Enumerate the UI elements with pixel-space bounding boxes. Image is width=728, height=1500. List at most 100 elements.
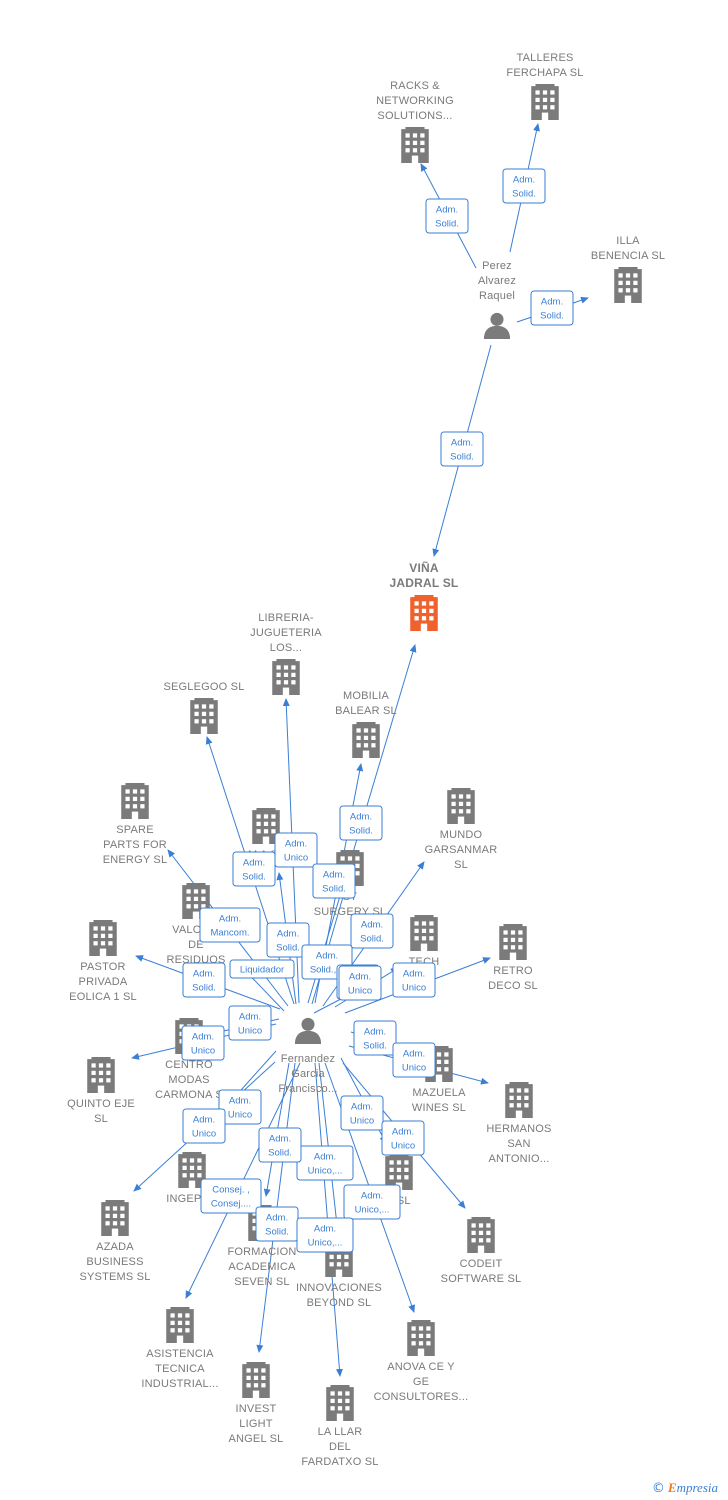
building-icon	[505, 1082, 533, 1118]
node-label: MOBILIA	[343, 690, 389, 702]
edge-label-text: Unico	[402, 983, 426, 994]
edge-label-text: Adm.	[541, 297, 563, 308]
edge-label-fernandez-asistencia[interactable]: Adm.Solid.	[258, 1127, 302, 1163]
edge-label-text: Solid.	[242, 872, 266, 883]
node-label: Garcia	[291, 1068, 325, 1080]
node-hermanos[interactable]: HERMANOSSANANTONIO...	[486, 1082, 551, 1165]
edge-label-perez-illa[interactable]: Adm.Solid.	[530, 290, 574, 326]
node-label: MUNDO	[440, 829, 483, 841]
edge-label-text: Adm.	[403, 1049, 425, 1060]
edge-label-text: Solid.	[349, 826, 373, 837]
edge-label-box	[199, 907, 261, 943]
edge-label-fernandez-hermanos[interactable]: Adm.Unico	[392, 1042, 436, 1078]
building-icon	[531, 84, 559, 120]
edge-label-text: Unico	[350, 1116, 374, 1127]
edge-label-fernandez-innovaciones[interactable]: Adm.Unico,...	[296, 1145, 354, 1181]
edge-label-fernandez-vina[interactable]: Adm.Solid.	[339, 805, 383, 841]
node-label: LIBRERIA-	[258, 612, 314, 624]
edge-label-fernandez-retro[interactable]: Adm.Unico	[392, 962, 436, 998]
edge-label-perez-vina[interactable]: Adm.Solid.	[440, 431, 484, 467]
edge-label-fernandez-codeit[interactable]: Adm.Unico	[381, 1120, 425, 1156]
node-seglegoo[interactable]: SEGLEGOO SL	[163, 681, 244, 734]
node-label: GE	[413, 1376, 429, 1388]
node-label: DEL	[329, 1441, 351, 1453]
node-asistencia[interactable]: ASISTENCIATECNICAINDUSTRIAL...	[141, 1307, 218, 1390]
edge-label-text: Solid.	[268, 1148, 292, 1159]
edge-label-fernandez-invest[interactable]: Adm.Solid.	[255, 1206, 299, 1242]
edge-label-fernandez-ingepun[interactable]: Adm.Unico	[218, 1089, 262, 1125]
edge-label-text: Solid.	[363, 1041, 387, 1052]
edge-label-perez-talleres[interactable]: Adm.Solid.	[502, 168, 546, 204]
building-icon	[272, 659, 300, 695]
edge-label-box	[229, 959, 295, 979]
node-label: Fernandez	[281, 1053, 335, 1065]
edge-label-fernandez-n3[interactable]: Adm.Unico	[340, 1095, 384, 1131]
edge-label-text: Adm.	[364, 1027, 386, 1038]
person-icon	[294, 1017, 322, 1044]
node-mobilia[interactable]: MOBILIA BALEAR SL	[335, 690, 397, 758]
node-label: ACADEMICA	[228, 1261, 296, 1273]
edge-label-fernandez-seglegoo[interactable]: Adm.Solid.	[232, 851, 276, 887]
building-icon	[499, 924, 527, 960]
node-libreria[interactable]: LIBRERIA-JUGUETERIALOS...	[250, 612, 322, 695]
edge-label-text: Adm.	[451, 438, 473, 449]
building-icon	[410, 915, 438, 951]
edge-label-fernandez-mazuela[interactable]: Adm. Solid.	[353, 1020, 397, 1056]
edge-label-fernandez-spare[interactable]: Adm.Mancom.	[199, 907, 261, 943]
node-fernandez[interactable]: FernandezGarciaFrancisco...	[278, 1017, 337, 1095]
edge-label-box	[339, 805, 383, 841]
node-label: VIÑA	[409, 560, 439, 575]
edge-label-fernandez-llar[interactable]: Adm.Unico,...	[296, 1217, 354, 1253]
edge-labels-layer: Adm. Solid. Adm. Solid. Adm. Solid. Adm. Solid.…	[181, 168, 574, 1253]
edge-label-text: Adm.	[349, 972, 371, 983]
node-label: Alvarez	[478, 275, 516, 287]
node-racks[interactable]: RACKS &NETWORKINGSOLUTIONS...	[376, 80, 454, 163]
edge-label-fernandez-pastor[interactable]: Adm.Solid.	[182, 962, 226, 998]
node-anova[interactable]: ANOVA CE YGECONSULTORES...	[374, 1320, 469, 1403]
edge-label-fernandez-mundo[interactable]: Adm.Solid.	[350, 913, 394, 949]
edge-label-box	[258, 1127, 302, 1163]
edge-label-perez-racks[interactable]: Adm.Solid.	[425, 198, 469, 234]
node-label: BENENCIA SL	[591, 250, 665, 262]
node-label: Francisco...	[278, 1083, 337, 1095]
edge-label-fernandez-mobilia[interactable]: Adm.Solid.	[312, 863, 356, 899]
edge-label-fernandez-libreria[interactable]: Adm.Unico	[274, 832, 318, 868]
edge-label-fernandez-azada[interactable]: Adm.Unico	[182, 1108, 226, 1144]
node-label: BALEAR SL	[335, 705, 397, 717]
edge-label-fernandez-centro[interactable]: Adm.Unico	[228, 1005, 272, 1041]
edge-label-text: Solid.	[512, 189, 536, 200]
empresia-logo[interactable]: ©Empresia	[652, 1480, 718, 1496]
edge-label-fernandez-formacion[interactable]: Consej. ,Consej....	[200, 1178, 262, 1214]
edge-label-box	[340, 1095, 384, 1131]
edge-label-box	[274, 832, 318, 868]
edge-label-fernandez-surgery[interactable]: Adm.Unico	[338, 965, 382, 1001]
edge-label-fernandez-valoriz[interactable]: Liquidador	[229, 959, 295, 979]
building-icon	[401, 127, 429, 163]
edge-label-text: Adm.	[361, 1191, 383, 1202]
edge-label-fernandez-quinto[interactable]: Adm.Unico	[181, 1025, 225, 1061]
edge-label-fernandez-anova[interactable]: Adm.Unico,...	[343, 1184, 401, 1220]
edge-label-text: Adm.	[314, 1152, 336, 1163]
brand-name: mpresia	[676, 1480, 718, 1495]
edge-label-fernandez-ma[interactable]: Adm.Solid.	[266, 922, 310, 958]
edge-label-text: Adm.	[277, 929, 299, 940]
building-icon	[407, 1320, 435, 1356]
edge-label-text: Solid.	[435, 219, 459, 230]
